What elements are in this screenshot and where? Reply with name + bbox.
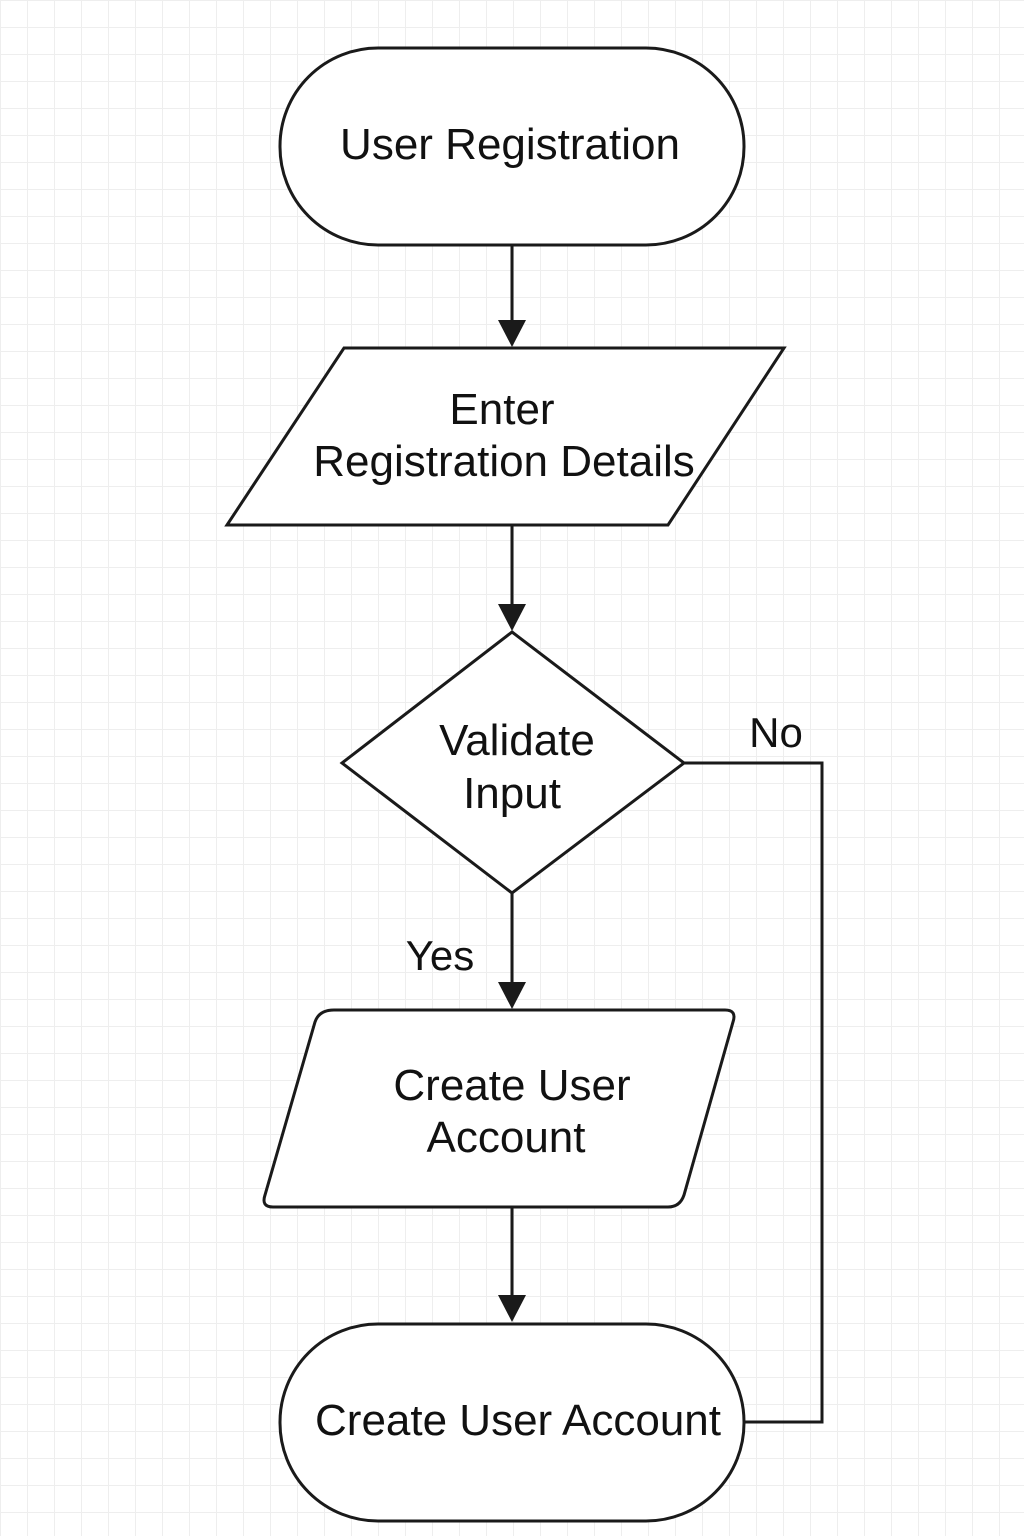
arrowhead-icon — [498, 604, 526, 631]
edge-label-no: No — [749, 709, 803, 756]
node-label-line-1: Create User — [393, 1061, 630, 1110]
edges: Yes No — [406, 245, 824, 1424]
node-label: User Registration — [340, 120, 680, 169]
terminator-shape — [278, 1322, 746, 1523]
edge-input-to-decision — [498, 525, 526, 631]
arrowhead-icon — [498, 1295, 526, 1322]
node-label-line-1: Enter — [449, 385, 554, 434]
edge-decision-to-create: Yes — [406, 893, 526, 1009]
edge-label-yes: Yes — [406, 932, 475, 979]
node-create[interactable]: Create User Account — [262, 1008, 736, 1209]
diamond-shape — [339, 630, 687, 895]
terminator-shape — [278, 46, 746, 247]
node-label-line-1: Validate — [439, 716, 595, 765]
node-label-line-2: Input — [463, 769, 561, 818]
connector-line — [684, 761, 824, 1424]
arrowhead-icon — [498, 320, 526, 347]
node-label-line-2: Account — [427, 1113, 586, 1162]
node-input[interactable]: Enter Registration Details — [224, 346, 787, 527]
node-label: Create User Account — [315, 1396, 721, 1445]
node-start[interactable]: User Registration — [278, 46, 746, 247]
node-end[interactable]: Create User Account — [278, 1322, 746, 1523]
edge-create-to-end — [498, 1207, 526, 1322]
parallelogram-shape — [224, 346, 787, 527]
node-label-line-2: Registration Details — [313, 437, 695, 486]
arrowhead-icon — [498, 982, 526, 1009]
node-decision[interactable]: Validate Input — [339, 630, 687, 895]
edge-start-to-input — [498, 245, 526, 347]
edge-decision-to-end: No — [684, 709, 824, 1424]
parallelogram-shape — [262, 1008, 736, 1209]
